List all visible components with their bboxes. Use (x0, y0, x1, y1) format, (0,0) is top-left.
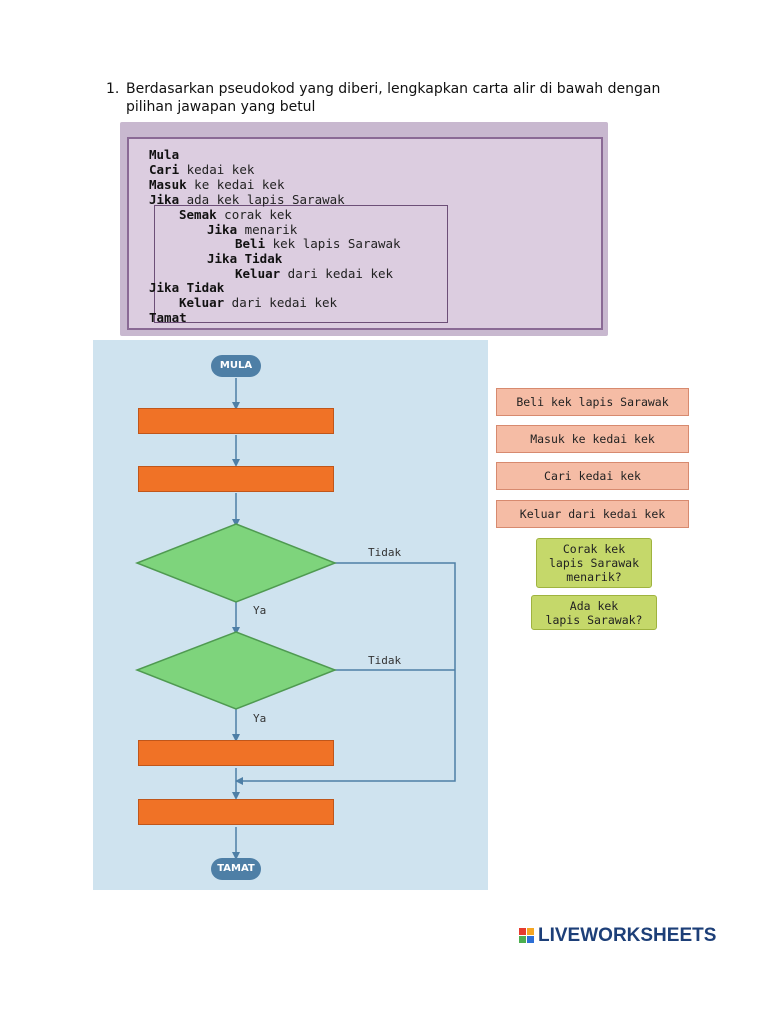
pseudocode-line: Mula (149, 147, 180, 162)
decision-diamond-2 (134, 631, 338, 710)
start-terminal: MULA (211, 355, 261, 377)
pseudocode-line: Tamat (149, 310, 187, 325)
answer-slot-1[interactable] (138, 408, 334, 434)
choice-beli-kek[interactable]: Beli kek lapis Sarawak (496, 388, 689, 416)
end-terminal: TAMAT (211, 858, 261, 880)
choice-masuk-kedai[interactable]: Masuk ke kedai kek (496, 425, 689, 453)
no-label-1: Tidak (368, 546, 402, 559)
pseudocode-line: Keluar dari kedai kek (179, 295, 338, 310)
pseudocode-line: Masuk ke kedai kek (149, 177, 285, 192)
liveworksheets-icon (519, 928, 535, 944)
pseudocode-line: Jika ada kek lapis Sarawak (149, 192, 345, 207)
pseudocode-line: Jika Tidak (207, 251, 283, 266)
choice-ada-kek[interactable]: Ada kek lapis Sarawak? (531, 595, 657, 630)
flowchart-panel: MULA TAMAT Tidak Ya Tidak Ya (93, 340, 488, 890)
liveworksheets-logo: LIVEWORKSHEETS (519, 925, 716, 947)
pseudocode-if-block-border (154, 205, 448, 323)
yes-label-1: Ya (253, 604, 267, 617)
yes-label-2: Ya (253, 712, 267, 725)
pseudocode-line: Semak corak kek (179, 207, 292, 222)
question-body: Berdasarkan pseudokod yang diberi, lengk… (126, 81, 661, 115)
pseudocode-line: Cari kedai kek (149, 162, 255, 177)
pseudocode-line: Keluar dari kedai kek (235, 266, 394, 281)
pseudocode-line: Jika menarik (207, 222, 298, 237)
pseudocode-line: Beli kek lapis Sarawak (235, 236, 401, 251)
brand-name: LIVEWORKSHEETS (538, 925, 717, 946)
choice-corak-menarik[interactable]: Corak kek lapis Sarawak menarik? (536, 538, 652, 588)
decision-diamond-1 (134, 523, 338, 603)
pseudocode-panel: Mula Cari kedai kek Masuk ke kedai kek J… (120, 122, 608, 336)
choice-keluar-kedai[interactable]: Keluar dari kedai kek (496, 500, 689, 528)
answer-slot-6[interactable] (138, 799, 334, 825)
question-number: 1. (106, 81, 120, 97)
answer-slot-5[interactable] (138, 740, 334, 766)
choice-cari-kedai[interactable]: Cari kedai kek (496, 462, 689, 490)
no-label-2: Tidak (368, 654, 402, 667)
pseudocode-frame: Mula Cari kedai kek Masuk ke kedai kek J… (127, 137, 603, 330)
answer-slot-2[interactable] (138, 466, 334, 492)
flowchart-connectors (134, 378, 456, 860)
pseudocode-line: Jika Tidak (149, 280, 225, 295)
